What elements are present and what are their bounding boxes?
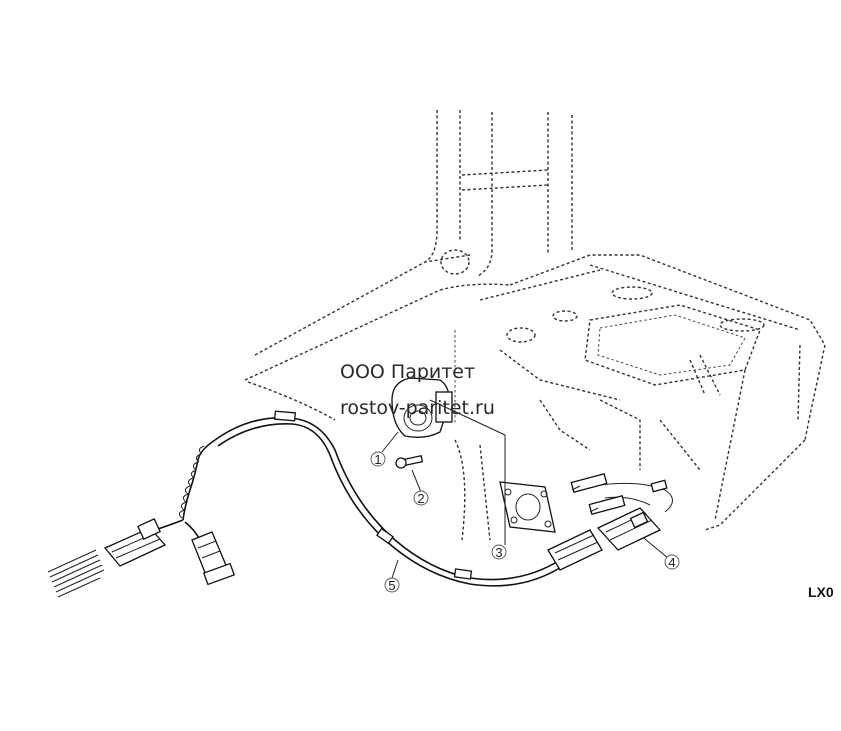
gasket-part [499,481,556,533]
callout-4: 4 [664,554,680,570]
screw-part [395,455,424,469]
diagram-code: LX0 [808,584,834,600]
branch-connector [191,531,236,586]
callouts: 1 2 3 4 5 [370,451,680,593]
callout-1: 1 [370,451,386,467]
plug-hatch [47,549,105,598]
watermark-url: rostov-paritet.ru [340,397,495,419]
svg-text:5: 5 [388,578,395,593]
callout-5: 5 [384,577,400,593]
watermark: ООО Паритет rostov-paritet.ru [340,361,495,419]
svg-text:1: 1 [374,452,381,467]
leader-lines [381,399,669,579]
svg-text:4: 4 [668,555,675,570]
vehicle-body-outline [244,110,826,541]
watermark-company: ООО Паритет [340,361,475,383]
connector-part [547,507,662,571]
callout-3: 3 [491,544,507,560]
callout-2: 2 [413,490,429,506]
loose-terminals [570,472,668,516]
svg-text:3: 3 [495,545,502,560]
wiring-harness [154,410,673,587]
left-plug [103,517,167,567]
svg-text:2: 2 [417,491,424,506]
